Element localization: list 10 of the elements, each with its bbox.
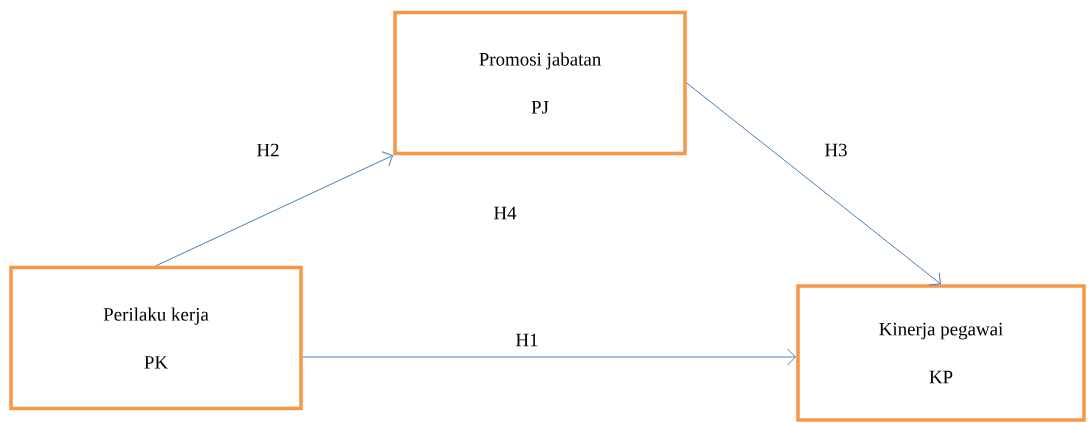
labeled-box: Kinerja pegawai KP [796, 284, 1086, 422]
edge-label: H3 [823, 142, 849, 158]
arrow [155, 151, 394, 267]
labeled-box: Perilaku kerja PK [9, 265, 303, 411]
arrow [686, 82, 941, 286]
edge-label: H2 [255, 142, 281, 158]
edge-label: H1 [514, 332, 540, 348]
arrow [302, 348, 797, 366]
labeled-box: Promosi jabatan PJ [393, 10, 687, 156]
hypothesis-label: H4 [494, 206, 517, 220]
